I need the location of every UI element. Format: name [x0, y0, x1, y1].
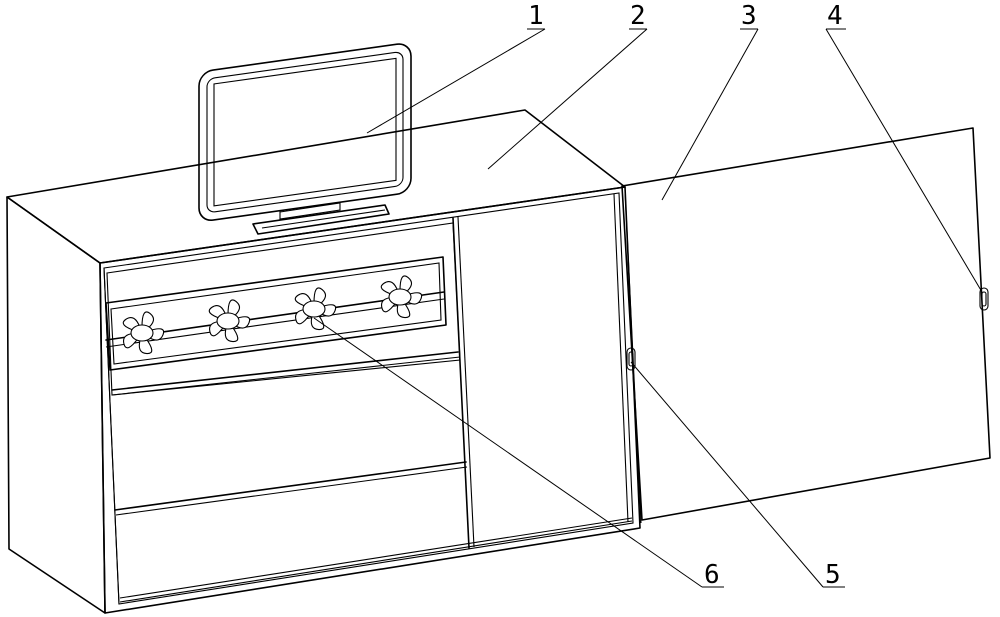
- sliding-panel: [621, 127, 991, 524]
- fan-blade: [396, 301, 411, 319]
- callout-1: 1: [528, 1, 544, 31]
- handle-5: [626, 347, 636, 371]
- drawer: [114, 461, 468, 516]
- fan-hub: [388, 288, 412, 306]
- leader-5: [630, 361, 824, 588]
- callout-3: 3: [741, 1, 757, 31]
- handle-4: [979, 287, 989, 311]
- callout-5: 5: [825, 560, 841, 590]
- leader-6: [313, 317, 703, 588]
- callout-2: 2: [630, 1, 646, 31]
- leader-3: [661, 28, 759, 201]
- fan-icon: [380, 275, 423, 319]
- fan-row: [122, 275, 423, 355]
- fan-icon: [208, 299, 251, 343]
- leader-lines: [313, 28, 983, 588]
- fan-housing: [105, 256, 447, 371]
- cabinet-front-face: [99, 186, 641, 614]
- fan-icon: [294, 287, 337, 331]
- callout-4: 4: [827, 1, 843, 31]
- callout-labels: 1 2 3 4 5 6: [528, 1, 843, 590]
- monitor-icon: [198, 43, 412, 235]
- sliding-panel-outline: [621, 127, 991, 521]
- fan-hub: [130, 324, 154, 342]
- fan-blade: [138, 337, 153, 355]
- fan-blade: [224, 325, 239, 343]
- callout-6: 6: [704, 560, 720, 590]
- fan-icon: [122, 311, 165, 355]
- leader-4: [825, 28, 983, 293]
- right-compartment: [452, 193, 629, 549]
- leader-2: [487, 28, 648, 170]
- cabinet-top-face: [6, 109, 626, 264]
- cabinet: [6, 109, 641, 614]
- fan-hub: [302, 300, 326, 318]
- leader-1: [366, 28, 546, 134]
- cabinet-side-face: [6, 196, 106, 614]
- fan-hub: [216, 312, 240, 330]
